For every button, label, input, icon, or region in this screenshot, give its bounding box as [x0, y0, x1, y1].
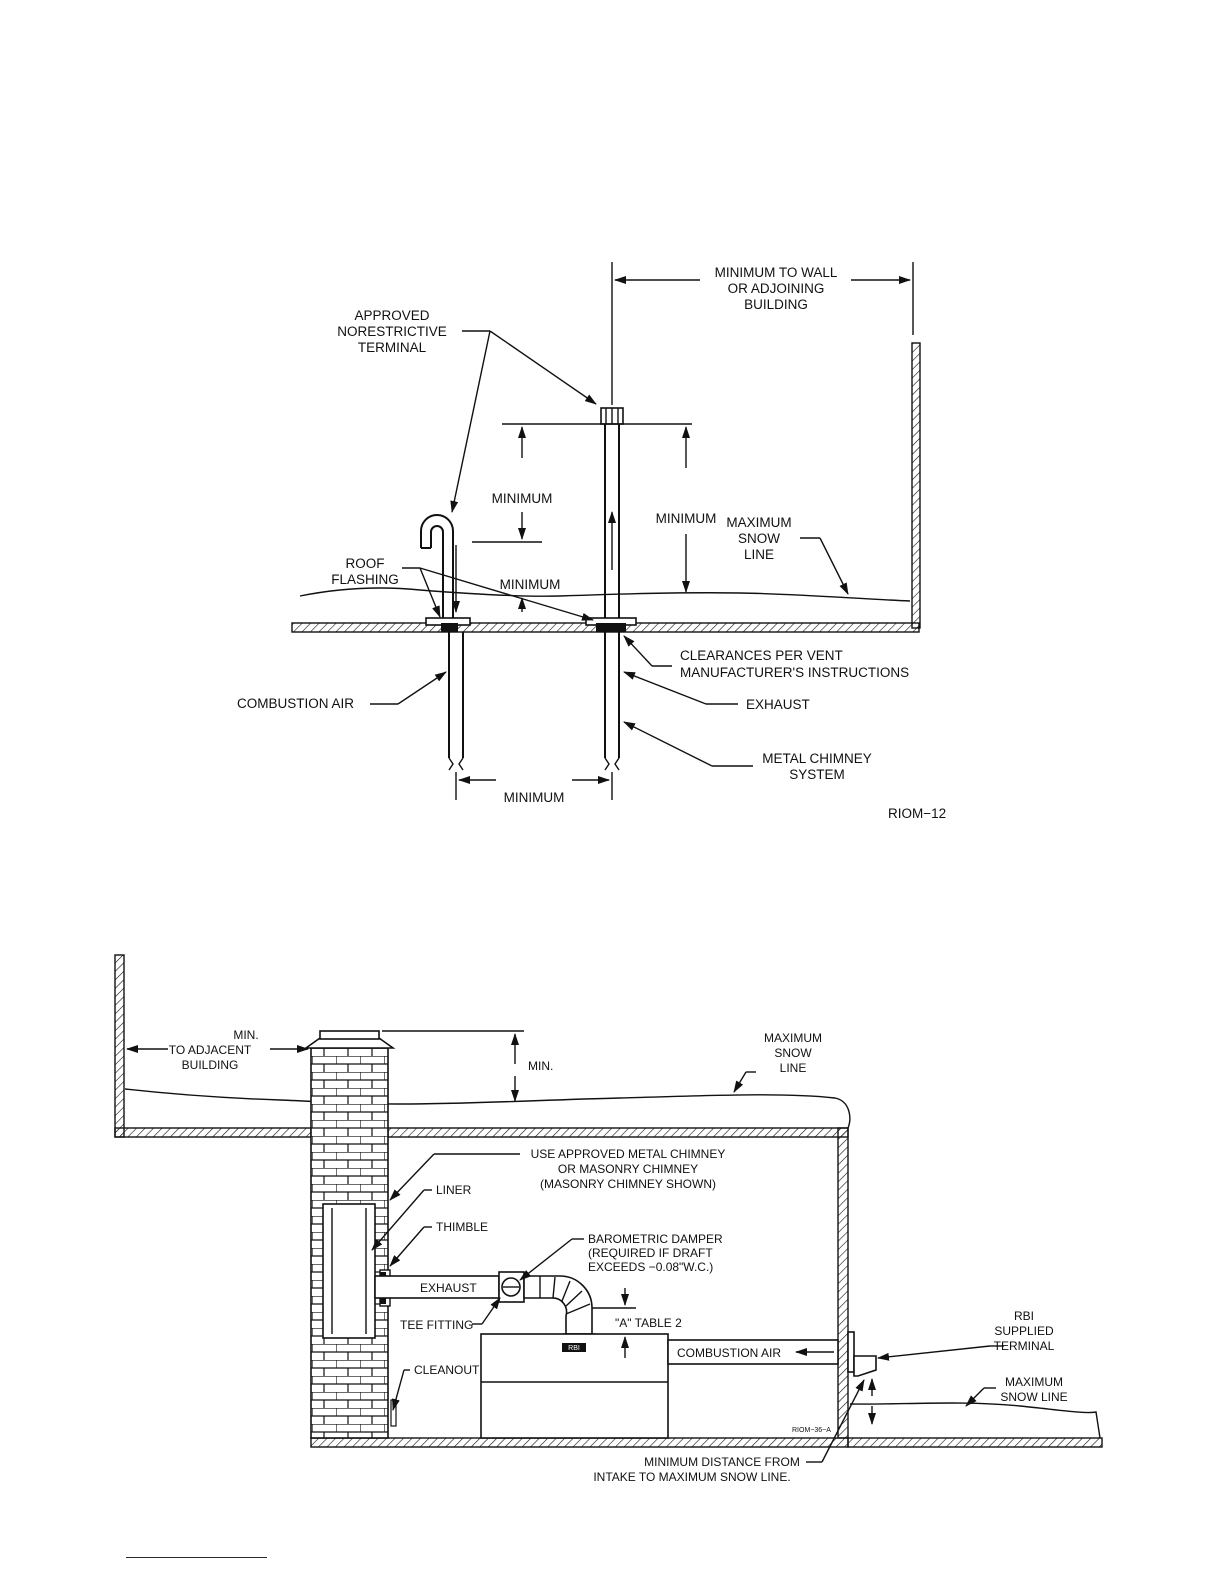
figure-1-metal-chimney: APPROVED NORESTRICTIVE TERMINAL MINIMUM … — [237, 262, 946, 821]
combustion-air-label-2: COMBUSTION AIR — [677, 1346, 781, 1360]
snow-top-label-1: MAXIMUM — [764, 1031, 822, 1045]
dimension-lines — [455, 262, 914, 800]
a-table-label: "A" TABLE 2 — [615, 1316, 682, 1330]
masonry-chimney — [303, 1030, 397, 1439]
roof-flashing-label-2: FLASHING — [331, 572, 399, 587]
boiler-badge: RBI — [568, 1345, 580, 1352]
roof-flashing-label-1: ROOF — [346, 556, 385, 571]
dimension-lines-2 — [126, 1030, 876, 1425]
snow-line-ground — [849, 1402, 1101, 1439]
combustion-air-label: COMBUSTION AIR — [237, 696, 354, 711]
snow-line — [299, 587, 911, 602]
adjacent-label-2: TO ADJACENT — [169, 1043, 252, 1057]
leader-lines — [370, 330, 849, 767]
minimum-right-label: MINIMUM — [656, 511, 717, 526]
snow-label-3: LINE — [744, 547, 774, 562]
exhaust-piping — [374, 1271, 596, 1340]
adjacent-label-3: BUILDING — [182, 1058, 239, 1072]
minimum-bottom-label: MINIMUM — [504, 790, 565, 805]
combustion-air-duct — [667, 1331, 877, 1377]
cleanout-label: CLEANOUT — [414, 1363, 480, 1377]
snow-top-label-3: LINE — [780, 1061, 807, 1075]
min-distance-label-1: MINIMUM DISTANCE FROM — [644, 1455, 800, 1469]
leader-lines-2 — [371, 1071, 1004, 1463]
rbi-label-1: RBI — [1014, 1309, 1034, 1323]
minimum-flash-label: MINIMUM — [500, 577, 561, 592]
exhaust-label: EXHAUST — [746, 697, 810, 712]
footer-rule — [126, 1557, 267, 1558]
exhaust-stack — [585, 407, 637, 771]
minimum-left-label: MINIMUM — [492, 491, 553, 506]
rbi-label-3: TERMINAL — [994, 1339, 1055, 1353]
damper-label-2: (REQUIRED IF DRAFT — [588, 1246, 713, 1260]
rbi-label-2: SUPPLIED — [994, 1324, 1054, 1338]
boiler: RBI — [480, 1333, 669, 1439]
clearances-label-2: MANUFACTURER'S INSTRUCTIONS — [680, 665, 909, 680]
figure-code-label: RIOM−12 — [888, 806, 946, 821]
metal-chimney-label-2: SYSTEM — [789, 767, 845, 782]
combustion-air-pipe — [420, 514, 471, 771]
min-distance-label-2: INTAKE TO MAXIMUM SNOW LINE. — [593, 1470, 790, 1484]
damper-label-1: BAROMETRIC DAMPER — [588, 1232, 723, 1246]
thimble-label: THIMBLE — [436, 1220, 488, 1234]
snow-right-label-2: SNOW LINE — [1000, 1390, 1067, 1404]
damper-label-3: EXCEEDS −0.08"W.C.) — [588, 1260, 713, 1274]
liner-label: LINER — [436, 1183, 472, 1197]
min-label: MIN. — [528, 1059, 553, 1073]
min-to-wall-label-1: MINIMUM TO WALL — [715, 265, 838, 280]
chimney-label-1: USE APPROVED METAL CHIMNEY — [531, 1147, 726, 1161]
clearances-label-1: CLEARANCES PER VENT — [680, 648, 843, 663]
chimney-label-2: OR MASONRY CHIMNEY — [558, 1162, 698, 1176]
min-to-wall-label-2: OR ADJOINING — [728, 281, 825, 296]
snow-label-2: SNOW — [738, 531, 780, 546]
chimney-label-3: (MASONRY CHIMNEY SHOWN) — [540, 1177, 716, 1191]
metal-chimney-label-1: METAL CHIMNEY — [762, 751, 872, 766]
figure-2-masonry-chimney: RBI — [114, 954, 1103, 1484]
min-to-wall-label-3: BUILDING — [744, 297, 808, 312]
terminal-label-2: NORESTRICTIVE — [337, 324, 447, 339]
snow-top-label-2: SNOW — [774, 1046, 812, 1060]
adjacent-label-1: MIN. — [233, 1028, 258, 1042]
snow-line-roof — [124, 1088, 851, 1129]
snow-right-label-1: MAXIMUM — [1005, 1375, 1063, 1389]
exhaust-label-2: EXHAUST — [420, 1281, 477, 1295]
tee-label: TEE FITTING — [400, 1318, 473, 1332]
terminal-label-3: TERMINAL — [358, 340, 427, 355]
figure-code-label-2: RIOM−36−A — [792, 1427, 831, 1434]
terminal-label-1: APPROVED — [354, 308, 429, 323]
snow-label-1: MAXIMUM — [726, 515, 791, 530]
